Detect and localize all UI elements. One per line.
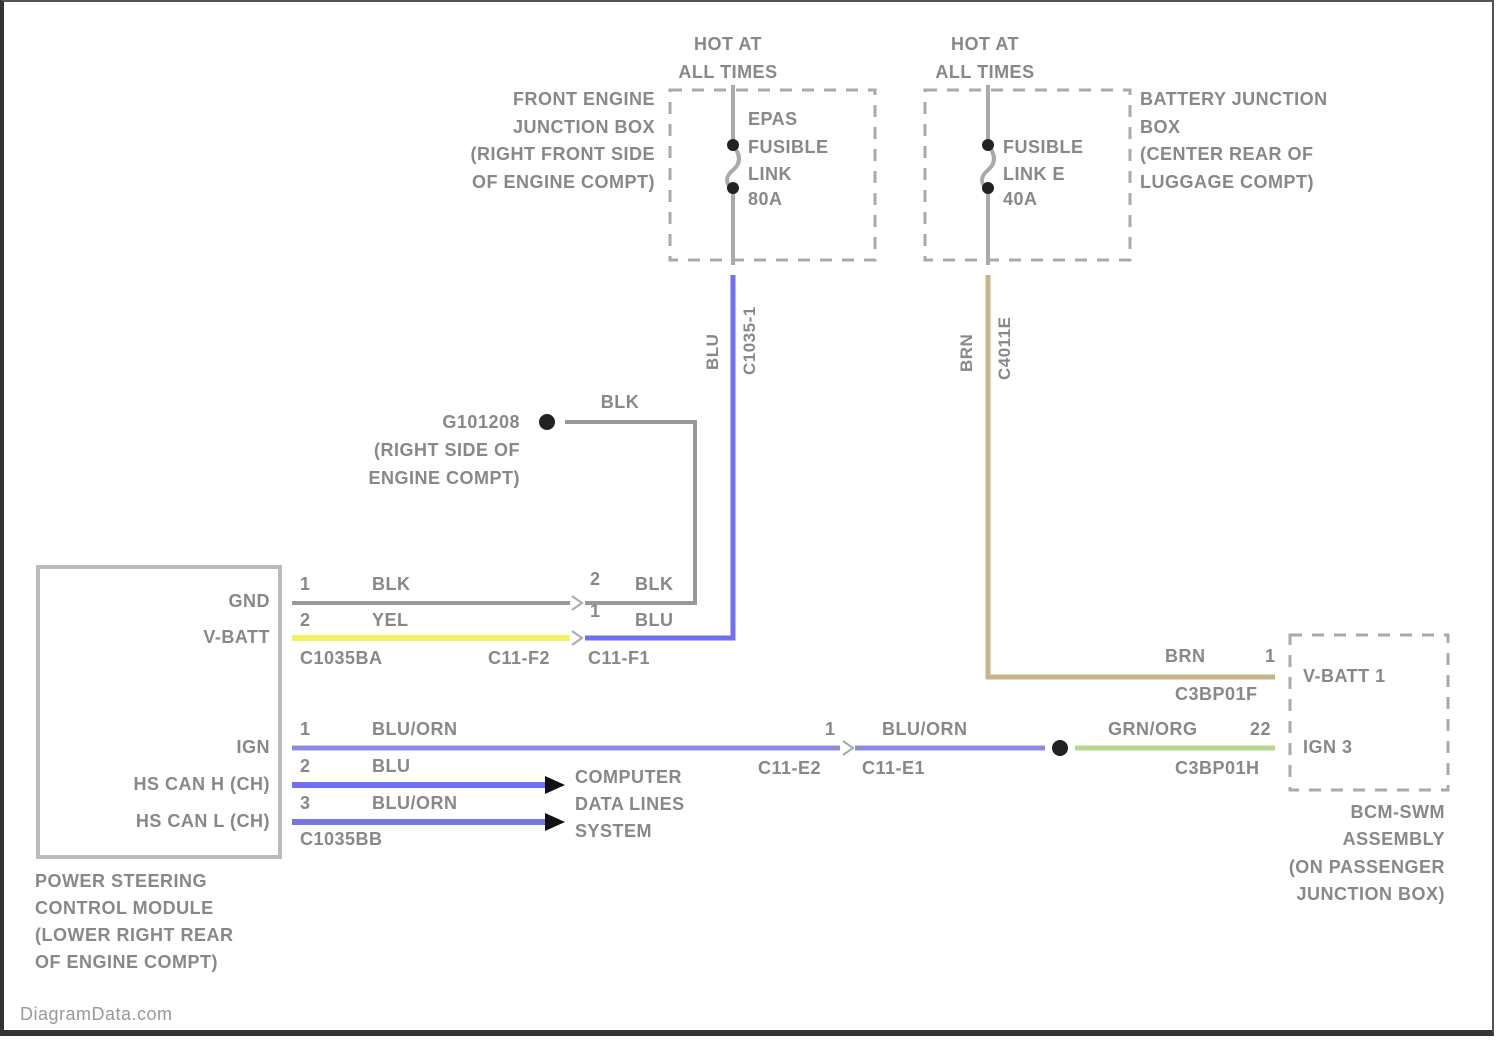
pscm-connector_b-label: C1035BB: [300, 829, 383, 849]
pscm-pins-3-wire-label: BLU: [372, 756, 411, 776]
bcm-pins-1-num-label: 22: [1250, 719, 1271, 739]
arrow-icon: [545, 813, 565, 831]
link_e-lines-2-label: 40A: [1003, 189, 1038, 209]
inline_e-right-label: C11-E1: [862, 758, 925, 778]
fusible-link-icon: [725, 143, 741, 192]
epas_link-lines-2-label: LINK: [748, 164, 792, 184]
pscm-pins-0-name-label: GND: [229, 591, 271, 611]
battery_junction-lines-1-label: BOX: [1140, 117, 1181, 137]
ground-lines-2-label: ENGINE COMPT): [368, 468, 520, 488]
bcm-pins-1-connector-label: C3BP01H: [1175, 758, 1260, 778]
blu_wire-color_label-label: BLU: [703, 334, 722, 370]
front_junction-lines-1-label: JUNCTION BOX: [513, 117, 655, 137]
bcm-pins-0-name-label: V-BATT 1: [1303, 666, 1386, 686]
bcm-box: [1288, 633, 1450, 792]
bcm-pins-1-name-label: IGN 3: [1303, 737, 1353, 757]
pscm-pins-2-wire-label: BLU/ORN: [372, 719, 458, 739]
arrow-icon: [545, 776, 565, 794]
pscm-pins-3-num-label: 2: [300, 756, 311, 776]
fusible-link-icon: [980, 143, 996, 192]
bcm-pins-1-wire-label: GRN/ORG: [1108, 719, 1198, 739]
pscm-caption-3-label: OF ENGINE COMPT): [35, 952, 218, 972]
hot_left-line1-label: HOT AT: [694, 34, 762, 54]
inline_e-left-label: C11-E2: [758, 758, 821, 778]
pscm-pins-3-name-label: HS CAN H (CH): [134, 774, 271, 794]
bcm-caption-1-label: ASSEMBLY: [1343, 829, 1445, 849]
pscm-pins-1-name-label: V-BATT: [203, 627, 270, 647]
ground-splice-icon: [539, 414, 555, 430]
brn_wire-connector-label: C4011E: [995, 317, 1014, 381]
bcm-caption-2-label: (ON PASSENGER: [1289, 857, 1445, 877]
pscm-pins-0-num-label: 1: [300, 574, 311, 594]
inline_e-wire-label: BLU/ORN: [882, 719, 968, 739]
pscm-box: [36, 565, 282, 859]
blu_wire-connector-label: C1035-1: [740, 306, 759, 375]
pscm-pins-2-num-label: 1: [300, 719, 311, 739]
epas_link-lines-0-label: EPAS: [748, 109, 798, 129]
bcm-pins-0-connector-label: C3BP01F: [1175, 684, 1258, 704]
bcm-caption-0-label: BCM-SWM: [1351, 802, 1445, 822]
data_lines-2-label: SYSTEM: [575, 821, 652, 841]
link_e-lines-0-label: FUSIBLE: [1003, 137, 1084, 157]
ground-wire-label: BLK: [601, 392, 640, 412]
pscm-caption-2-label: (LOWER RIGHT REAR: [35, 925, 233, 945]
pscm-connector_a-label: C1035BA: [300, 648, 383, 668]
inline_e-pin-label: 1: [825, 719, 836, 739]
data_lines-1-label: DATA LINES: [575, 794, 685, 814]
watermark: DiagramData.com: [20, 1004, 173, 1024]
hot_left-line2-label: ALL TIMES: [678, 62, 777, 82]
battery_junction-lines-3-label: LUGGAGE COMPT): [1140, 172, 1314, 192]
pscm-caption-0-label: POWER STEERING: [35, 871, 207, 891]
inline_f-wire_bot-label: BLU: [635, 610, 674, 630]
hot_right-line1-label: HOT AT: [951, 34, 1019, 54]
blk-ground-wire: [565, 420, 697, 605]
epas_link-lines-1-label: FUSIBLE: [748, 137, 829, 157]
pscm-pins-4-num-label: 3: [300, 793, 311, 813]
pscm-pins-1-wire-label: YEL: [372, 610, 409, 630]
inline_f-left-label: C11-F2: [488, 648, 550, 668]
front_junction-lines-2-label: (RIGHT FRONT SIDE: [471, 144, 656, 164]
inline_f-right-label: C11-F1: [588, 648, 650, 668]
pscm-pins-4-name-label: HS CAN L (CH): [136, 811, 270, 831]
bcm-caption-3-label: JUNCTION BOX): [1296, 884, 1445, 904]
blu-wire: [585, 275, 736, 641]
front_junction-lines-0-label: FRONT ENGINE: [513, 89, 655, 109]
hot_right-line2-label: ALL TIMES: [935, 62, 1034, 82]
brn-wire: [985, 275, 1275, 680]
pscm-pins-0-wire-label: BLK: [372, 574, 411, 594]
pscm-pins-1-num-label: 2: [300, 610, 311, 630]
pscm-pins-2-name-label: IGN: [236, 737, 270, 757]
pscm-caption-1-label: CONTROL MODULE: [35, 898, 214, 918]
bcm-pins-0-num-label: 1: [1265, 646, 1276, 666]
front_junction-lines-3-label: OF ENGINE COMPT): [472, 172, 655, 192]
ground-lines-0-label: G101208: [442, 412, 520, 432]
link_e-lines-1-label: LINK E: [1003, 164, 1065, 184]
brn_wire-color_label-label: BRN: [957, 334, 976, 372]
ground-lines-1-label: (RIGHT SIDE OF: [374, 440, 520, 460]
battery-junction-box: [923, 88, 1132, 262]
inline_f-pin_top-label: 2: [590, 569, 601, 589]
epas_link-lines-3-label: 80A: [748, 189, 783, 209]
battery_junction-lines-0-label: BATTERY JUNCTION: [1140, 89, 1328, 109]
inline_f-wire_top-label: BLK: [635, 574, 674, 594]
inline_f-pin_bot-label: 1: [590, 601, 601, 621]
battery_junction-lines-2-label: (CENTER REAR OF: [1140, 144, 1314, 164]
pscm-pins-4-wire-label: BLU/ORN: [372, 793, 458, 813]
data_lines-0-label: COMPUTER: [575, 767, 682, 787]
front-junction-box: [668, 88, 877, 262]
bcm-pins-0-wire-label: BRN: [1165, 646, 1206, 666]
